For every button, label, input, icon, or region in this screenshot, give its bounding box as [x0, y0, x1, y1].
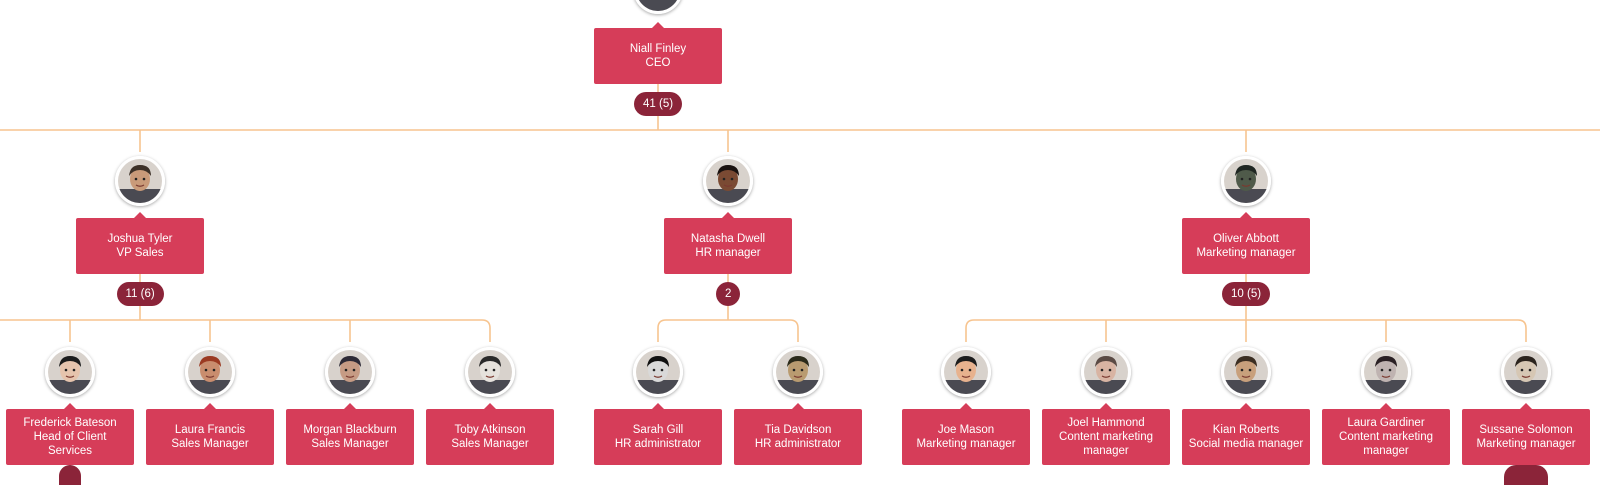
employee-node[interactable]: Joshua Tyler VP Sales [76, 212, 204, 274]
reports-count-badge[interactable]: 41 (5) [634, 92, 683, 116]
reports-count-badge[interactable]: 11 (6) [116, 282, 164, 306]
person-photo-icon[interactable] [115, 156, 165, 206]
person-photo-icon[interactable] [325, 347, 375, 397]
employee-name: Sarah Gill [632, 424, 684, 436]
employee-title: VP Sales [116, 247, 164, 259]
person-photo-icon[interactable] [633, 347, 683, 397]
employee-title: Content marketing manager [1339, 431, 1433, 457]
employee-title: HR administrator [754, 438, 842, 450]
employee-title: Sales Manager [451, 438, 529, 450]
employee-name: Joe Mason [937, 424, 995, 436]
employee-card[interactable]: Natasha Dwell HR manager [664, 212, 792, 274]
person-photo-icon[interactable] [941, 347, 991, 397]
person-photo-icon[interactable] [45, 347, 95, 397]
employee-title: HR administrator [614, 438, 702, 450]
employee-title: HR manager [695, 247, 761, 259]
person-photo-icon[interactable] [1221, 347, 1271, 397]
employee-name: Laura Francis [174, 424, 246, 436]
connector-joshua-bus [0, 319, 491, 342]
reports-count-badge[interactable] [1504, 465, 1548, 485]
employee-title: Head of Client Services [33, 431, 107, 457]
person-photo-icon[interactable] [1361, 347, 1411, 397]
employee-name: Frederick Bateson [23, 417, 117, 429]
employee-card[interactable]: Tia Davidson HR administrator [734, 403, 862, 465]
employee-name: Joshua Tyler [107, 233, 173, 245]
reports-count-badge[interactable] [59, 465, 81, 485]
employee-title: Social media manager [1188, 438, 1304, 450]
employee-card[interactable]: Sarah Gill HR administrator [594, 403, 722, 465]
employee-name: Laura Gardiner [1347, 417, 1425, 429]
employee-node[interactable]: Tia Davidson HR administrator [734, 403, 862, 465]
person-photo-icon[interactable] [1501, 347, 1551, 397]
employee-name: Niall Finley [629, 43, 687, 55]
employee-name: Natasha Dwell [690, 233, 766, 245]
employee-title: CEO [645, 57, 671, 69]
employee-card[interactable]: Joshua Tyler VP Sales [76, 212, 204, 274]
employee-name: Joel Hammond [1067, 417, 1145, 429]
employee-title: Sales Manager [171, 438, 249, 450]
reports-count-badge[interactable]: 10 (5) [1222, 282, 1271, 306]
person-photo-icon[interactable] [185, 347, 235, 397]
connector-natasha-bus [657, 319, 799, 342]
employee-name: Tia Davidson [764, 424, 832, 436]
person-photo-icon[interactable] [703, 156, 753, 206]
employee-node[interactable]: Sarah Gill HR administrator [594, 403, 722, 465]
person-photo-icon[interactable] [773, 347, 823, 397]
reports-count-badge[interactable]: 2 [716, 282, 741, 306]
employee-title: Sales Manager [311, 438, 389, 450]
employee-name: Kian Roberts [1212, 424, 1280, 436]
employee-title: Marketing manager [916, 438, 1016, 450]
employee-title: Marketing manager [1196, 247, 1296, 259]
employee-name: Morgan Blackburn [303, 424, 397, 436]
employee-node[interactable]: Natasha Dwell HR manager [664, 212, 792, 274]
employee-title: Marketing manager [1476, 438, 1576, 450]
person-photo-icon[interactable] [465, 347, 515, 397]
person-photo-icon[interactable] [1081, 347, 1131, 397]
employee-title: Content marketing manager [1059, 431, 1153, 457]
employee-name: Sussane Solomon [1479, 424, 1573, 436]
person-photo-icon[interactable] [1221, 156, 1271, 206]
employee-name: Toby Atkinson [454, 424, 526, 436]
employee-name: Oliver Abbott [1213, 233, 1279, 245]
